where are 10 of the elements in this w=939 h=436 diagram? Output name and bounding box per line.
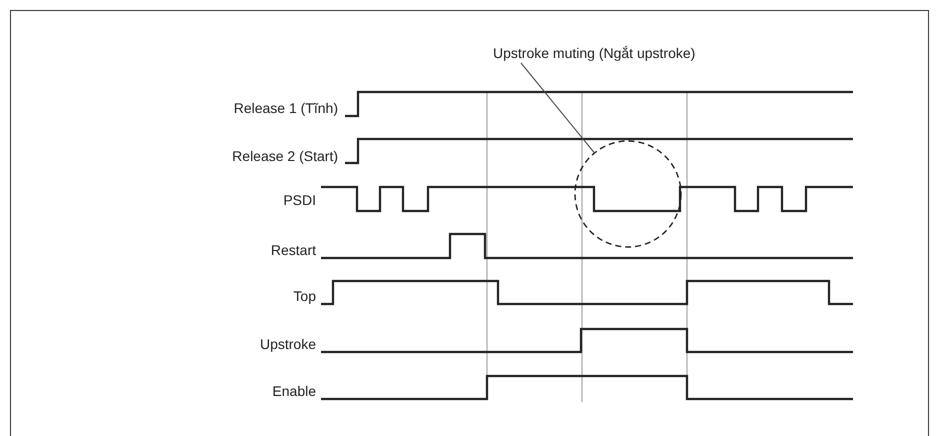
signal-label: PSDI (283, 192, 316, 208)
signal-label: Release 1 (Tĩnh) (234, 100, 338, 116)
callout-text: Upstroke muting (Ngắt upstroke) (493, 45, 696, 61)
signal-label: Enable (272, 383, 316, 399)
leader-line (520, 62, 595, 154)
signal-label: Release 2 (Start) (232, 148, 338, 164)
signal-label: Top (293, 288, 316, 304)
signal-label: Restart (270, 242, 316, 258)
dashed-circle (574, 140, 682, 248)
signal-label: Upstroke (260, 336, 316, 352)
